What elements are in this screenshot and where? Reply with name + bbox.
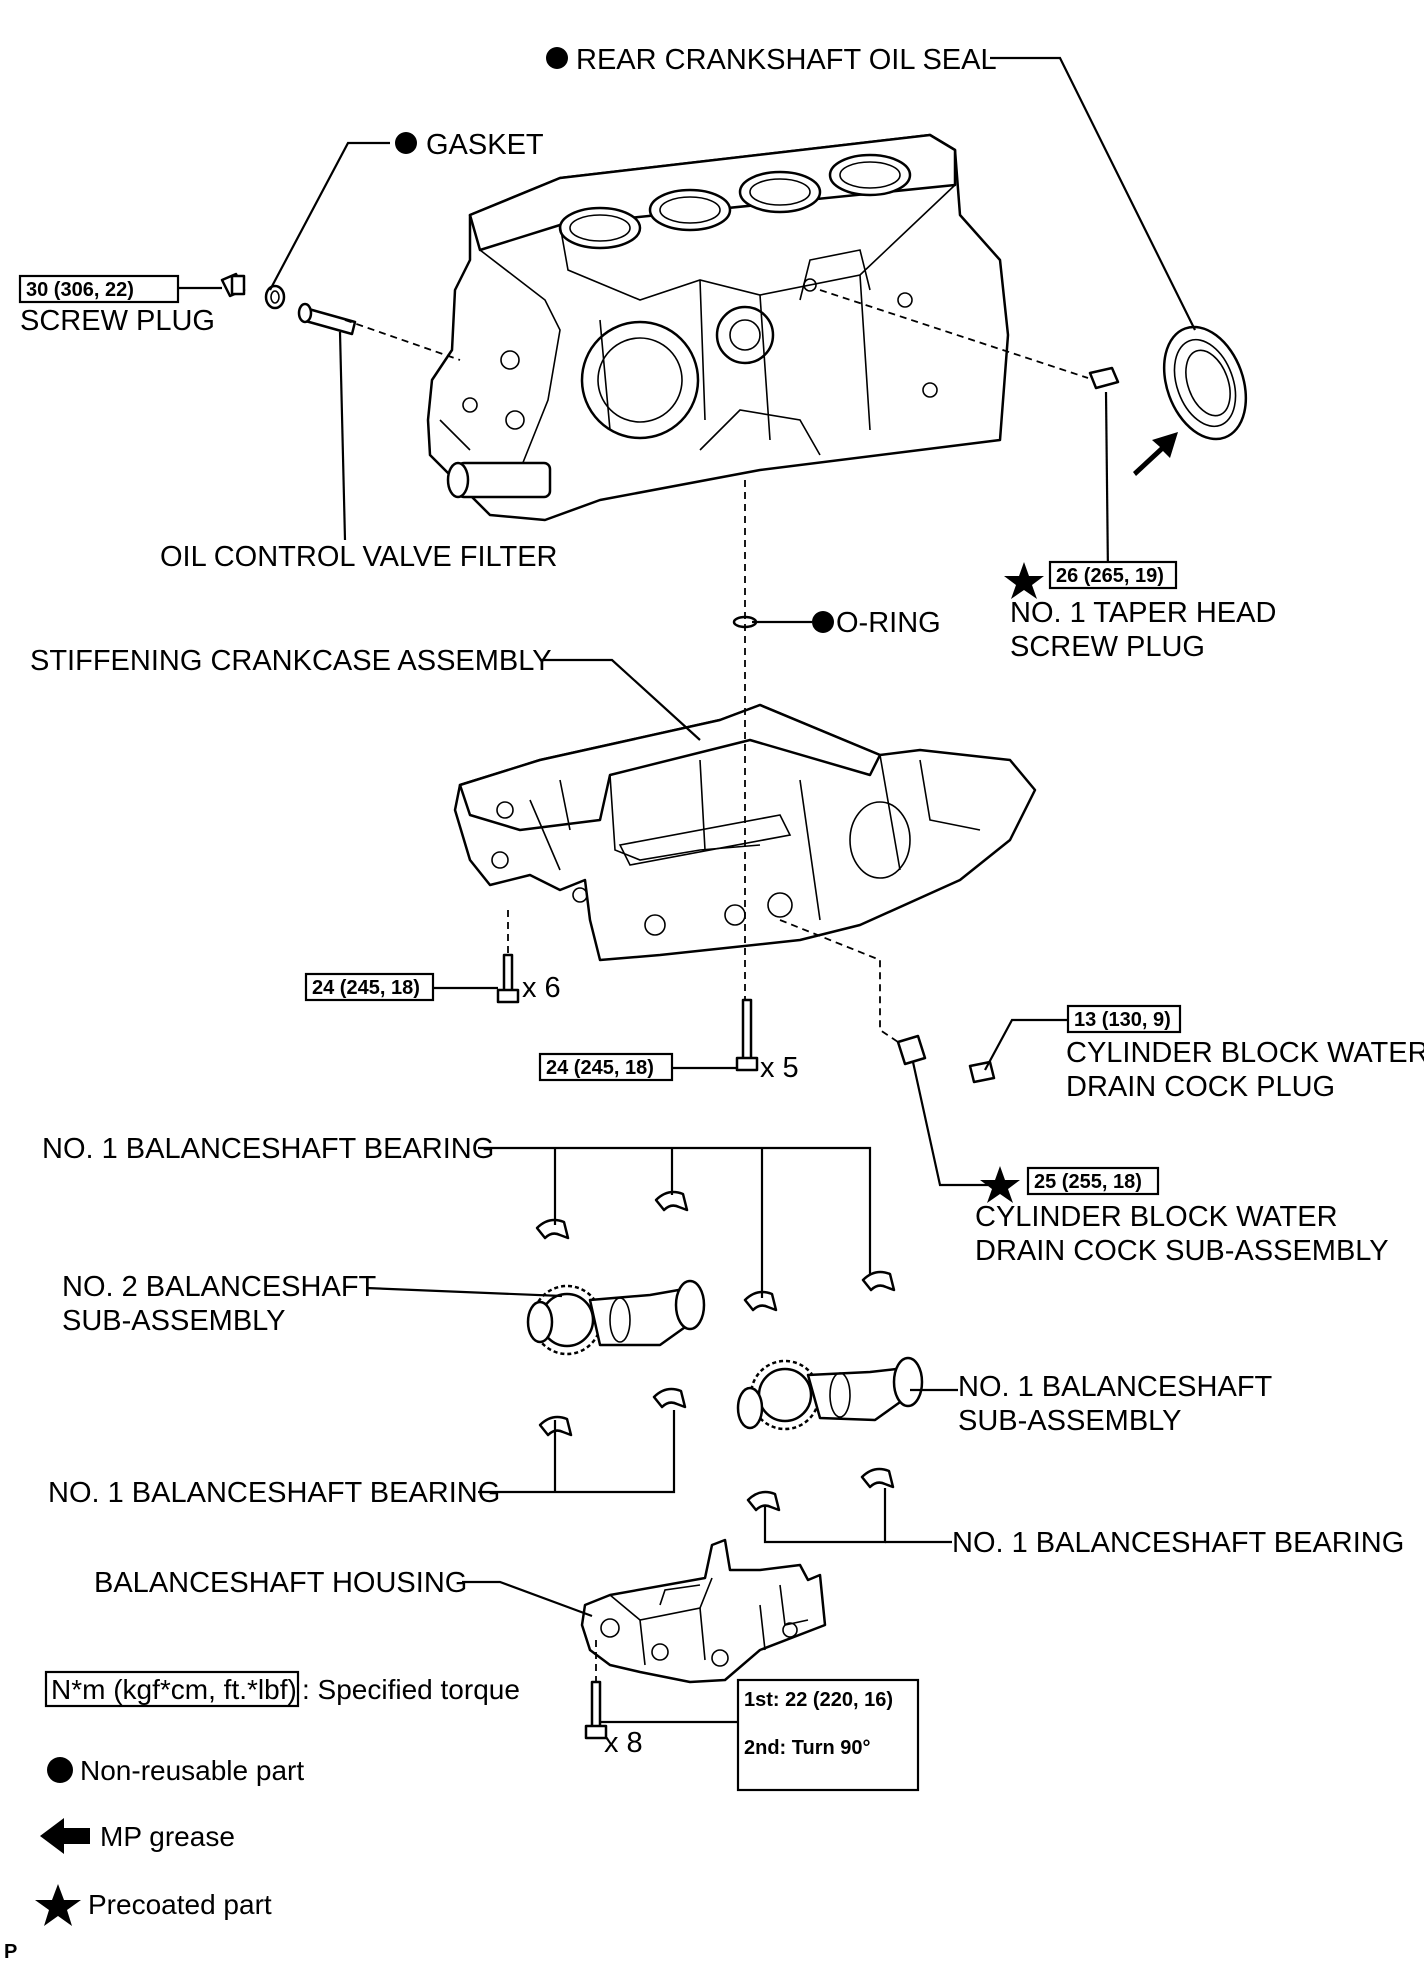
torque-box <box>1026 1166 1160 1196</box>
label-bearing-top: NO. 1 BALANCESHAFT BEARING <box>42 1133 494 1165</box>
label-stiffening-crankcase: STIFFENING CRANKCASE ASSEMBLY <box>30 645 552 677</box>
precoated-star-icon <box>35 1884 81 1926</box>
legend-torque-units: N*m (kgf*cm, ft.*lbf) <box>51 1674 297 1705</box>
torque-screw-plug: 30 (306, 22) <box>26 279 134 301</box>
housing-torque-box <box>736 1678 920 1792</box>
label-bearing-right: NO. 1 BALANCESHAFT BEARING <box>952 1527 1404 1559</box>
legend-grease: MP grease <box>100 1821 235 1852</box>
cylinder-block-drawing <box>426 133 1010 522</box>
non-reusable-dot-icon <box>47 1757 73 1783</box>
label-drain-sub-line1: CYLINDER BLOCK WATER <box>975 1201 1338 1233</box>
label-bearing-left: NO. 1 BALANCESHAFT BEARING <box>48 1477 500 1509</box>
label-drain-plug-line1: CYLINDER BLOCK WATER <box>1066 1037 1424 1069</box>
torque-box <box>18 274 180 304</box>
torque-box <box>1066 1004 1182 1034</box>
label-o-ring: O-RING <box>836 607 941 639</box>
precoated-star-icon <box>1004 562 1044 599</box>
callout-labels: REAR CRANKSHAFT OIL SEAL GASKET 30 (306,… <box>18 44 1424 1792</box>
precoated-star-icon <box>980 1166 1020 1203</box>
label-taper-plug-line1: NO. 1 TAPER HEAD <box>1010 597 1276 629</box>
balanceshaft-housing-drawing <box>580 1538 827 1684</box>
label-drain-sub-line2: DRAIN COCK SUB-ASSEMBLY <box>975 1235 1389 1267</box>
label-drain-plug-line2: DRAIN COCK PLUG <box>1066 1071 1335 1103</box>
footer-code: P <box>4 1941 17 1963</box>
non-reusable-dot <box>812 611 834 633</box>
legend-non-reusable: Non-reusable part <box>80 1755 304 1786</box>
no2-balanceshaft-drawing <box>526 1279 706 1356</box>
label-no2-balanceshaft-line1: NO. 2 BALANCESHAFT <box>62 1271 377 1303</box>
legend-torque-box <box>44 1670 300 1708</box>
label-rear-crankshaft-oil-seal: REAR CRANKSHAFT OIL SEAL <box>576 44 997 76</box>
non-reusable-dot <box>546 47 568 69</box>
label-no1-balanceshaft-line2: SUB-ASSEMBLY <box>958 1405 1181 1437</box>
leader-lines <box>178 56 1196 1724</box>
qty-x8: x 8 <box>604 1727 643 1759</box>
torque-bolt-x6: 24 (245, 18) <box>312 977 420 999</box>
torque-housing-1st: 1st: 22 (220, 16) <box>744 1689 893 1711</box>
legend-torque-desc: : Specified torque <box>302 1674 520 1705</box>
torque-drain-sub: 25 (255, 18) <box>1034 1171 1142 1193</box>
no1-balanceshaft-drawing <box>736 1356 924 1431</box>
legend-precoated: Precoated part <box>88 1889 272 1920</box>
label-gasket: GASKET <box>426 129 544 161</box>
torque-box <box>1048 560 1178 590</box>
label-balanceshaft-housing: BALANCESHAFT HOUSING <box>94 1567 467 1599</box>
torque-box <box>304 972 435 1002</box>
label-screw-plug: SCREW PLUG <box>20 305 215 337</box>
qty-x5: x 5 <box>760 1052 799 1084</box>
label-taper-plug-line2: SCREW PLUG <box>1010 631 1205 663</box>
bearing-shells <box>535 1190 896 1512</box>
torque-housing-2nd: 2nd: Turn 90° <box>744 1737 871 1759</box>
torque-taper-plug: 26 (265, 19) <box>1056 565 1164 587</box>
torque-box <box>538 1052 674 1082</box>
label-no1-balanceshaft-line1: NO. 1 BALANCESHAFT <box>958 1371 1273 1403</box>
small-parts <box>220 272 1248 1740</box>
non-reusable-dot <box>395 132 417 154</box>
torque-bolt-x5: 24 (245, 18) <box>546 1057 654 1079</box>
label-oil-control-valve-filter: OIL CONTROL VALVE FILTER <box>160 541 558 573</box>
grease-arrow-icon <box>40 1818 90 1854</box>
qty-x6: x 6 <box>522 972 561 1004</box>
legend: N*m (kgf*cm, ft.*lbf) : Specified torque… <box>4 1670 520 1963</box>
label-no2-balanceshaft-line2: SUB-ASSEMBLY <box>62 1305 285 1337</box>
torque-drain-plug: 13 (130, 9) <box>1074 1009 1171 1031</box>
